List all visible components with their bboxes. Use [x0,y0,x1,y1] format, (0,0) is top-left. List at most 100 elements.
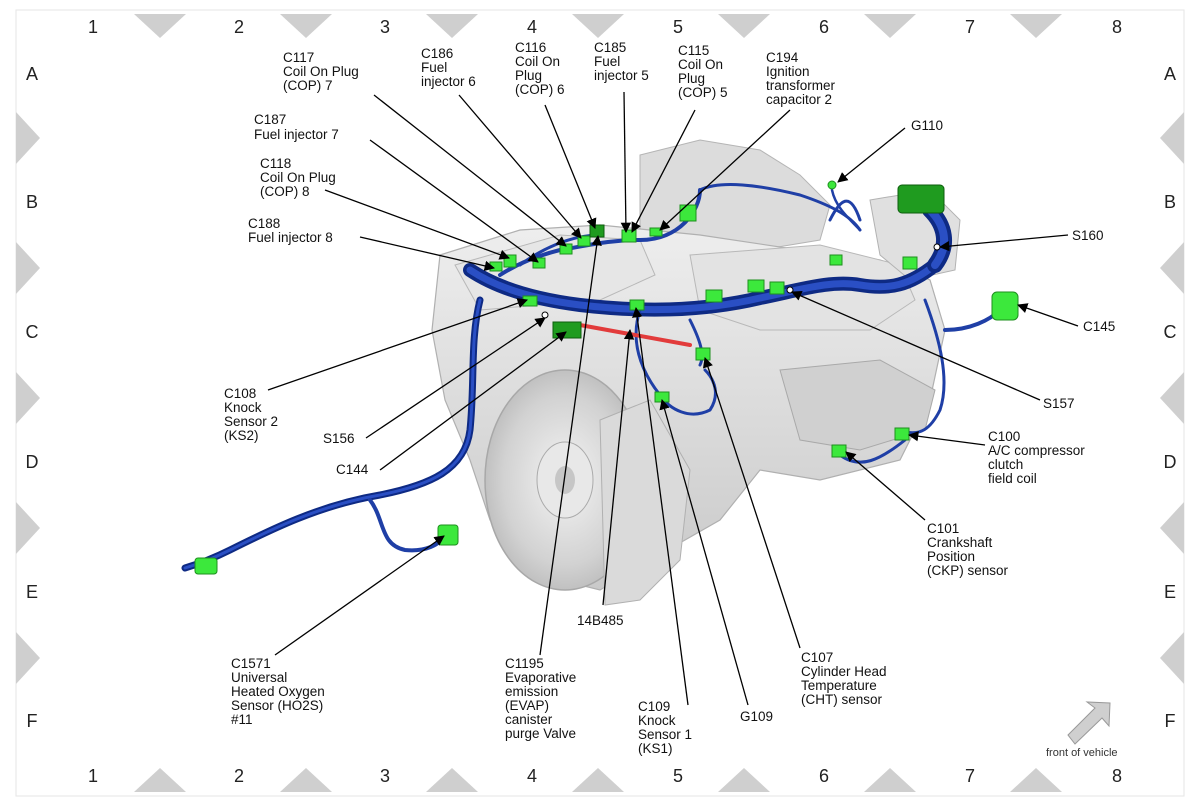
callout-s156: S156 [323,431,355,446]
wiring-harness [181,183,1002,572]
connector-right-3 [769,281,785,295]
connector-c116 [589,224,605,238]
connector-c186 [577,235,591,247]
callout-s160: S160 [1072,228,1104,243]
col-label: 8 [1112,17,1122,37]
svg-text:C144: C144 [336,462,369,477]
connector-right-1 [705,289,723,303]
grid-column-labels-bottom: 1 2 3 4 5 6 7 8 [88,766,1122,786]
connectors [194,180,1019,575]
connector-c1571 [437,524,459,546]
callout-14b485: 14B485 [577,613,624,628]
svg-text:S157: S157 [1043,396,1075,411]
row-label: D [26,452,39,472]
row-label: E [26,582,38,602]
connector-right-2 [747,279,765,293]
callout-s157: S157 [1043,396,1075,411]
callout-g109: G109 [740,709,773,724]
connector-c101 [831,444,847,458]
svg-text:G109: G109 [740,709,773,724]
front-arrow-icon [1067,701,1111,745]
row-label: D [1164,452,1177,472]
connector-c185 [621,229,637,243]
col-label: 6 [819,17,829,37]
connector-c100 [894,427,910,441]
grid-row-labels-left: A B C D E F [26,64,39,731]
col-label: 1 [88,766,98,786]
connector-right-4 [829,254,843,266]
row-label: F [27,711,38,731]
grid-markers [16,14,1184,792]
row-label: A [1164,64,1176,84]
connector-c109-top [629,299,645,311]
callout-g110: G110 [911,118,943,133]
connector-g110 [827,180,837,190]
row-label: C [26,322,39,342]
col-label: 2 [234,766,244,786]
connector-c115 [679,204,697,222]
connector-c144 [552,321,582,339]
connector-s160-block [897,184,945,214]
grid-row-labels-right: A B C D E F [1164,64,1177,731]
connector-ho2s-end [194,557,218,575]
grid-column-labels-top: 1 2 3 4 5 6 7 8 [88,17,1122,37]
row-label: B [26,192,38,212]
col-label: 2 [234,17,244,37]
splice-s160 [933,243,941,251]
col-label: 1 [88,17,98,37]
row-label: C [1164,322,1177,342]
row-label: B [1164,192,1176,212]
col-label: 3 [380,766,390,786]
col-label: 5 [673,766,683,786]
col-label: 5 [673,17,683,37]
svg-text:S156: S156 [323,431,355,446]
connector-c107 [695,347,711,361]
connector-c194 [649,227,663,237]
row-label: E [1164,582,1176,602]
col-label: 6 [819,766,829,786]
svg-text:G110: G110 [911,118,943,133]
svg-text:14B485: 14B485 [577,613,624,628]
col-label: 8 [1112,766,1122,786]
splice-s156 [541,311,549,319]
col-label: 7 [965,766,975,786]
connector-c188 [489,261,503,272]
col-label: 3 [380,17,390,37]
col-label: 7 [965,17,975,37]
col-label: 4 [527,17,537,37]
row-label: F [1165,711,1176,731]
row-label: A [26,64,38,84]
connector-c145 [991,291,1019,321]
connector-right-5 [902,256,918,270]
connector-c187 [532,257,546,269]
